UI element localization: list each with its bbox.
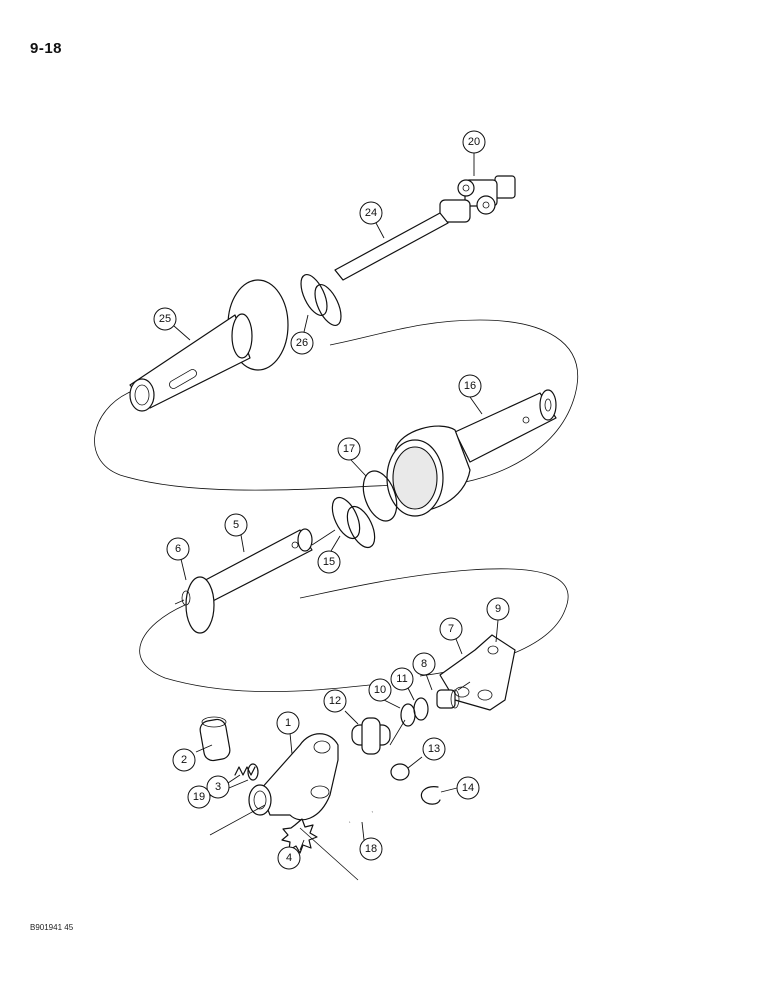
callout-13: 13 [422,737,446,761]
assembly-axis-lines [209,529,471,881]
callout-8: 8 [412,652,436,676]
svg-text:3: 3 [215,781,221,793]
callout-11: 11 [390,667,414,691]
svg-text:25: 25 [159,313,171,325]
callout-5: 5 [224,513,248,537]
svg-text:7: 7 [448,623,454,635]
part-2-pin [199,716,231,762]
callout-15: 15 [317,550,341,574]
callout-7: 7 [439,617,463,641]
assembly-connection-loop-upper [94,319,579,491]
svg-text:17: 17 [343,443,355,455]
callout-4: 4 [277,846,301,870]
svg-text:9: 9 [495,603,501,615]
document-code: B901941 45 [30,923,74,932]
svg-text:26: 26 [296,337,308,349]
callout-16: 16 [458,374,482,398]
callout-26: 26 [290,331,314,355]
callout-3: 3 [206,775,230,799]
part-14-clip [420,786,441,805]
callout-9: 9 [486,597,510,621]
callout-20: 20 [462,130,486,154]
callout-12: 12 [323,689,347,713]
callout-25: 25 [153,307,177,331]
part-3-spring [234,766,256,776]
part-1-yoke [248,733,339,821]
part-19-washer [247,763,259,781]
svg-text:11: 11 [396,673,407,685]
part-25-tube-with-flange [129,279,289,412]
svg-text:12: 12 [329,695,341,707]
svg-text:8: 8 [421,658,427,670]
svg-text:13: 13 [428,743,440,755]
svg-text:16: 16 [464,380,476,392]
callout-10: 10 [368,678,392,702]
part-10-washer [400,703,416,727]
part-18-roll-pin [349,811,373,823]
part-11-washer [413,697,429,721]
svg-text:1: 1 [285,717,291,729]
callout-19: 19 [187,785,211,809]
callout-6: 6 [166,537,190,561]
svg-text:20: 20 [468,136,480,148]
callout-18: 18 [359,837,383,861]
part-8-bushing [436,689,460,709]
part-26-snap-rings [300,274,342,326]
svg-text:24: 24 [365,207,377,219]
part-13-cap [390,763,410,781]
svg-text:15: 15 [323,556,335,568]
svg-text:19: 19 [193,791,205,803]
svg-text:2: 2 [181,754,187,766]
svg-text:18: 18 [365,843,377,855]
part-24-square-shaft [334,212,449,281]
callout-1: 1 [276,711,300,735]
svg-text:14: 14 [462,782,474,794]
callout-14: 14 [456,776,480,800]
callout-24: 24 [359,201,383,225]
part-12-spider-cross [351,717,391,755]
callout-2: 2 [172,748,196,772]
part-4-star-nut [281,818,318,854]
part-16-drum-housing [386,389,557,517]
part-20-universal-joint [439,175,516,223]
svg-text:5: 5 [233,519,239,531]
part-9-mounting-bracket [439,634,516,711]
svg-text:10: 10 [374,684,386,696]
svg-text:6: 6 [175,543,181,555]
callout-17: 17 [337,437,361,461]
part-17-ring [362,470,398,522]
part-6-end-disc [174,576,215,634]
svg-text:4: 4 [286,852,292,864]
part-15-snap-rings [331,496,376,549]
page-number: 9-18 [30,40,63,57]
